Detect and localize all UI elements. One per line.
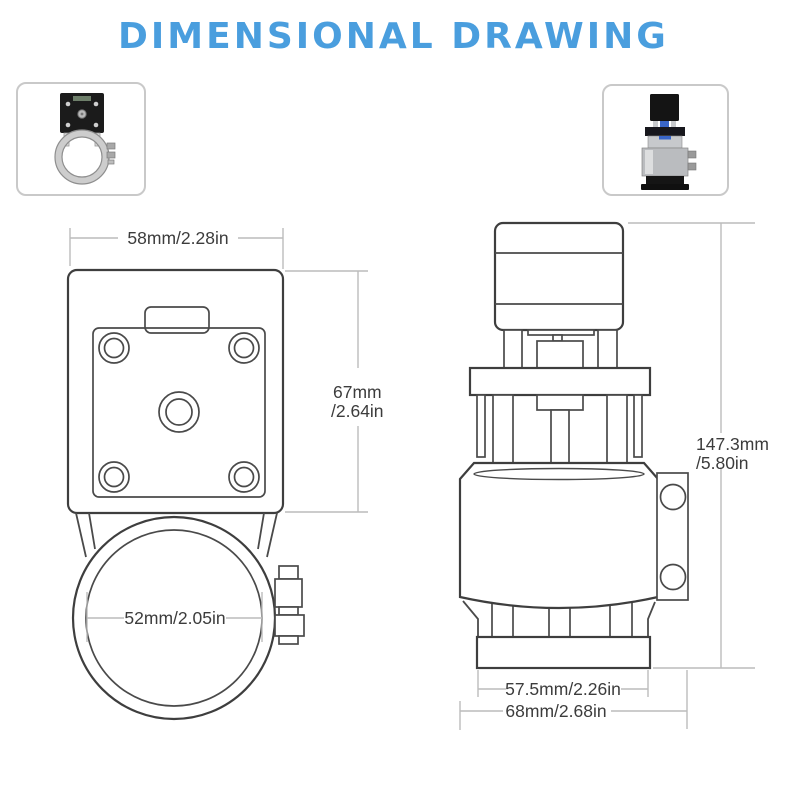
side-posts [476,394,643,469]
side-height-label-mm: 147.3mm [696,434,769,454]
front-mounting-holes [98,332,260,493]
front-diameter-dimension: 52mm/2.05in [86,592,263,642]
side-cylinder-body [458,461,660,610]
thumbnail-front-photo [16,82,146,196]
front-clamp-circle [71,515,277,721]
side-mount-bracket [656,472,689,601]
front-width-label: 58mm/2.28in [127,228,228,248]
side-inner-width-label: 57.5mm/2.26in [505,679,621,699]
front-product-photo-icon [54,93,116,185]
front-height-label-in: /2.64in [331,401,384,421]
side-lower-tabs [491,597,633,638]
photo-side-cylinder [641,127,697,177]
side-bracket-plate [468,366,652,397]
front-width-dimension: 58mm/2.28in [69,228,284,269]
front-clamp-bolt [274,565,305,645]
front-height-dimension: 67mm /2.64in [285,270,384,513]
side-linkage [503,329,618,369]
photo-side-motor [650,94,679,127]
photo-front-plate [60,93,104,133]
side-height-dimension: 147.3mm /5.80in [628,222,769,669]
front-view-drawing: 58mm/2.28in 67mm /2.64in [66,228,384,721]
photo-side-base [641,176,689,190]
page-title: DIMENSIONAL DRAWING [118,16,669,57]
side-product-photo-icon [641,94,697,190]
front-height-label-mm: 67mm [333,382,382,402]
side-base [462,600,656,670]
side-motor [493,221,625,332]
side-inner-width-dimension: 57.5mm/2.26in [477,670,649,699]
front-clamp-legs [75,512,278,558]
side-outer-width-label: 68mm/2.68in [505,701,606,721]
front-diameter-label: 52mm/2.05in [124,608,225,628]
thumbnail-side-photo [602,84,729,196]
side-view-drawing: 147.3mm /5.80in 57.5mm/2.26in 68mm/2.68i… [458,221,769,730]
side-height-label-in: /5.80in [696,453,749,473]
photo-front-clamp-ring [54,129,116,185]
side-outer-width-dimension: 68mm/2.68in [459,670,688,730]
